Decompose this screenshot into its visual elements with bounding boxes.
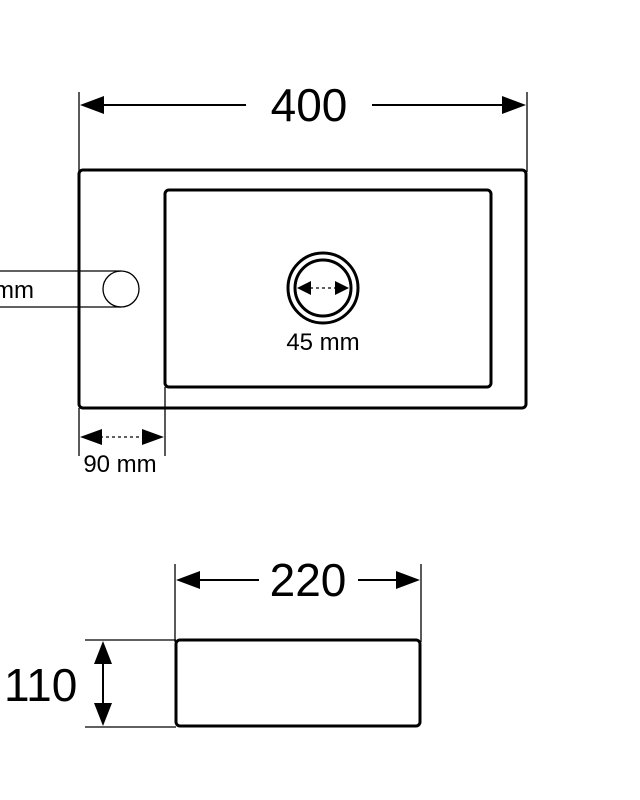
drain-arrow-left [297, 281, 311, 295]
tap-hole-label: mm [0, 277, 34, 304]
top-view: 400 mm 45 mm 90 mm [0, 79, 528, 478]
width-label: 400 [271, 79, 348, 131]
offset-arrow-right [142, 429, 164, 445]
drain-outer-ring [286, 251, 360, 325]
depth-label: 220 [270, 554, 347, 606]
basin-outer-outline [77, 168, 528, 410]
depth-arrow-left [176, 571, 200, 589]
height-arrow-top [94, 641, 112, 664]
offset-arrow-left [80, 429, 102, 445]
basin-bowl-outline [163, 188, 493, 389]
height-label: 110 [4, 659, 77, 711]
side-view: 220 110 [4, 554, 422, 728]
tap-hole [102, 270, 140, 308]
depth-arrow-right [396, 571, 420, 589]
drain-diameter-label: 45 mm [286, 329, 359, 356]
width-arrow-right [502, 96, 526, 114]
height-arrow-bottom [94, 703, 112, 726]
tap-offset-label: 90 mm [83, 451, 156, 478]
drain-inner-ring [293, 258, 353, 318]
width-arrow-left [80, 96, 104, 114]
basin-side-outline [174, 638, 422, 728]
drain-arrow-right [335, 281, 349, 295]
